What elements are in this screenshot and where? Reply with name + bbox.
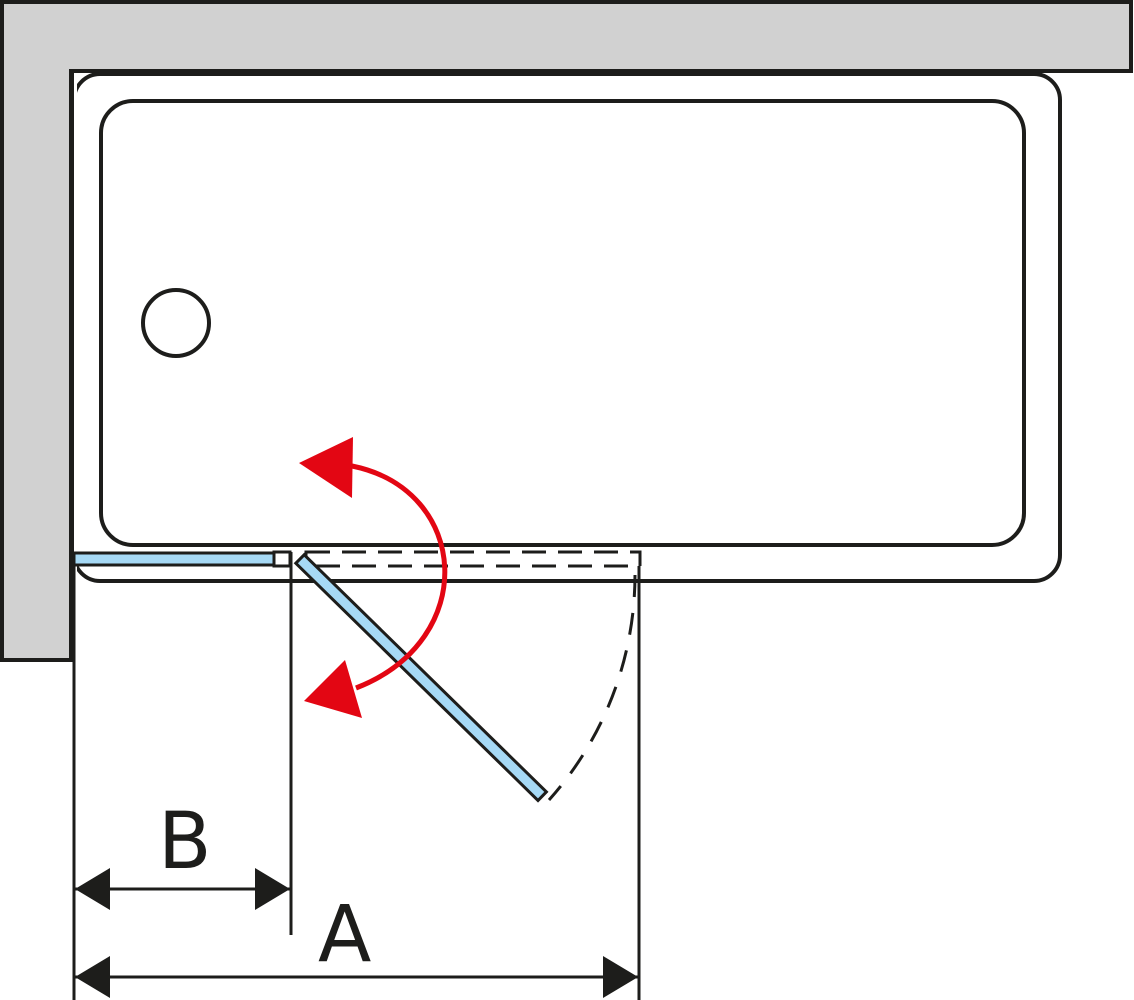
swing-arrow-icon [299, 437, 448, 718]
panel-profile [272, 550, 292, 568]
fixed-glass-panel [72, 551, 278, 567]
dimension-label-a: A [318, 890, 371, 980]
dimension-label-b: B [158, 797, 212, 887]
door-swing-arc [547, 574, 637, 801]
hinged-glass-door [293, 552, 549, 803]
bathtub-basin [99, 99, 1026, 547]
drain-icon [141, 288, 211, 358]
